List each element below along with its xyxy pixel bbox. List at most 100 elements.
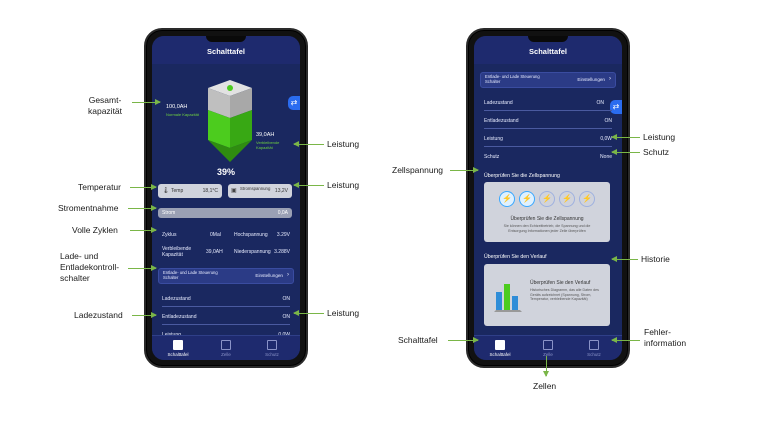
arrow [132, 312, 157, 318]
sync-icon[interactable]: ⇄ [610, 100, 622, 114]
left-phone: Schalttafel ⇄ 100,0AH Normale Kapazität … [144, 28, 308, 368]
annotation-schalttafel: Schalttafel [398, 335, 438, 345]
chevron-right-icon: › [287, 272, 289, 278]
voltage-card: ▣ Stromspannung 13,2V [228, 184, 292, 198]
discharge-row: Entladezustand ON [162, 314, 290, 320]
sync-icon[interactable]: ⇄ [288, 96, 300, 110]
switch-label: Entlade- und Lade Steuerung Schalter [485, 74, 540, 84]
chevron-right-icon: › [609, 76, 611, 82]
arrow [611, 149, 640, 155]
nav-schalttafel[interactable]: Schalttafel [158, 340, 198, 357]
nav-zelle[interactable]: Zelle [528, 340, 568, 357]
nav-label: Schutz [587, 352, 601, 357]
switch-settings-button[interactable]: Entlade- und Lade Steuerung Schalter Ein… [480, 72, 616, 88]
nav-schalttafel[interactable]: Schalttafel [480, 340, 520, 357]
cell-icon [543, 340, 553, 350]
notch [206, 36, 246, 42]
divider [484, 146, 612, 147]
charge-row: Ladezustand ON [484, 100, 612, 106]
right-screen: Schalttafel ⇄ Entlade- und Lade Steuerun… [474, 36, 622, 360]
current-label: Strom [162, 210, 176, 216]
low-voltage-value: 3.288V [274, 249, 290, 255]
divider [484, 110, 612, 111]
annotation-leistung-2: Leistung [327, 180, 360, 190]
high-voltage-label: Hochspannung [234, 232, 268, 238]
remaining-value: 39,0AH [256, 132, 275, 138]
normal-capacity-label: Normale Kapazität [166, 112, 199, 117]
arrow [611, 337, 640, 343]
charge-row: Ladezustand ON [162, 296, 290, 302]
battery-percent: 39% [216, 167, 235, 177]
battery-graphic [208, 80, 252, 162]
arrow [611, 256, 638, 262]
remain-cap-row: Verbleibende Kapazität 39,0AH Niederspan… [162, 246, 290, 258]
bolt-icon: ⚡ [579, 191, 595, 207]
temp-card: 🌡 Temp 18,1°C [158, 184, 222, 198]
temp-value: 18,1°C [202, 188, 218, 194]
remaining-label: Verbleibende Kapazität [256, 140, 280, 150]
annotation-leistung-4: Leistung [643, 132, 676, 142]
arrow [130, 227, 157, 233]
arrow [448, 337, 479, 343]
current-value: 0,0A [277, 210, 288, 216]
discharge-row: Entladezustand ON [484, 118, 612, 124]
nav-schutz[interactable]: Schutz [252, 340, 292, 357]
nav-label: Schalttafel [167, 352, 189, 357]
left-screen: Schalttafel ⇄ 100,0AH Normale Kapazität … [152, 36, 300, 360]
discharge-value: ON [604, 118, 613, 124]
annotation-fehlerinformation: Fehler- information [644, 327, 687, 348]
temp-label: Temp [171, 188, 184, 194]
cycle-label: Zyklus [162, 232, 177, 238]
charge-value: ON [596, 100, 605, 106]
cell-card-title: Überprüfen Sie die Zellspannung [510, 216, 584, 222]
bottom-nav: Schalttafel Zelle Schutz [474, 335, 622, 360]
voltage-value: 13,2V [274, 188, 288, 194]
arrow [450, 167, 479, 173]
history-card-desc: Historisches Diagramm, das alle Daten de… [530, 288, 599, 301]
current-card: Strom 0,0A [158, 208, 292, 218]
dashboard-icon [173, 340, 183, 350]
arrow [132, 99, 161, 105]
cell-voltage-card[interactable]: ⚡⚡⚡⚡⚡ Überprüfen Sie die Zellspannung Si… [484, 182, 610, 242]
nav-label: Zelle [543, 352, 553, 357]
nav-zelle[interactable]: Zelle [206, 340, 246, 357]
history-card[interactable]: Überprüfen Sie den Verlauf Historisches … [484, 264, 610, 326]
power-value: 0,0W [600, 136, 612, 142]
bolt-icon: ⚡ [499, 191, 515, 207]
annotation-historie: Historie [641, 254, 670, 264]
notch [528, 36, 568, 42]
cell-icon [221, 340, 231, 350]
annotation-zellspannung: Zellspannung [392, 165, 444, 175]
charge-label: Ladezustand [484, 100, 513, 106]
bolt-icon: ⚡ [539, 191, 555, 207]
annotation-schutz: Schutz [643, 147, 669, 157]
settings-label: Einstellungen [577, 77, 605, 82]
annotation-leistung-3: Leistung [327, 308, 360, 318]
power-label: Leistung [484, 136, 503, 142]
nav-schutz[interactable]: Schutz [574, 340, 614, 357]
settings-label: Einstellungen [255, 273, 283, 278]
voltage-icon: ▣ [231, 188, 237, 194]
arrow [611, 134, 640, 140]
power-row: Leistung 0,0W [484, 136, 612, 142]
arrow [128, 205, 157, 211]
arrow [293, 182, 324, 188]
low-voltage-label: Niederspannung [234, 249, 271, 255]
bolt-icon: ⚡ [519, 191, 535, 207]
switch-label: Entlade- und Lade Steuerung Schalter [163, 270, 218, 280]
annotation-leistung-1: Leistung [327, 139, 360, 149]
arrow [293, 141, 324, 147]
annotation-volle-zyklen: Volle Zyklen [72, 225, 118, 235]
nav-label: Schutz [265, 352, 279, 357]
cell-bolt-row: ⚡⚡⚡⚡⚡ [484, 188, 610, 207]
history-card-title: Überprüfen Sie den Verlauf [530, 280, 591, 286]
right-phone: Schalttafel ⇄ Entlade- und Lade Steuerun… [466, 28, 630, 368]
protect-value: None [600, 154, 612, 160]
annotation-temperatur: Temperatur [78, 182, 121, 192]
nav-label: Zelle [221, 352, 231, 357]
shield-icon [589, 340, 599, 350]
protect-label: Schutz [484, 154, 500, 160]
remain-cap-label: Verbleibende Kapazität [162, 246, 192, 258]
charge-label: Ladezustand [162, 296, 191, 302]
switch-settings-button[interactable]: Entlade- und Lade Steuerung Schalter Ein… [158, 268, 294, 284]
